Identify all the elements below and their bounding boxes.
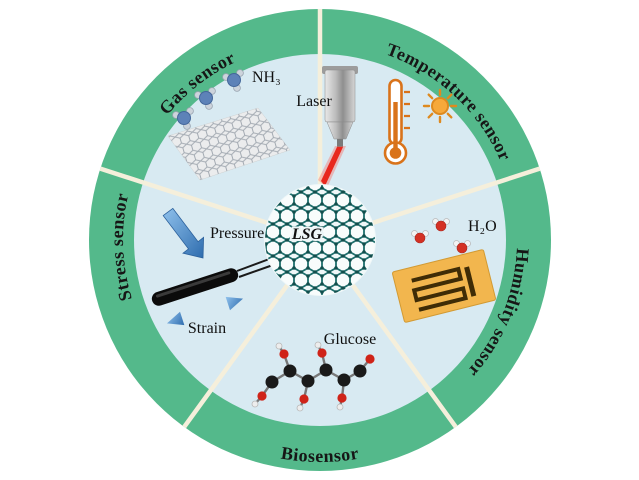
laser-nozzle-icon [326,121,354,140]
laser-beam-icon [321,147,343,186]
laser-nozzle-icon [337,139,343,147]
humidity-sensor-illustration: H₂O [392,218,497,323]
stress-sensor-illustration: Pressure Strain [151,207,274,337]
nh3-molecule-icon [172,107,194,130]
glucose-molecule-icon [251,341,375,412]
gas-sensor-illustration: NH₃ [167,69,291,181]
strain-arrow-icon [166,296,244,326]
lsg-label: LSG [291,226,323,243]
water-molecule-icon [432,218,450,232]
thermometer-icon [383,78,410,165]
nh3-molecule-icon [194,87,216,110]
water-molecule-icon [411,230,429,244]
graphene-lattice-icon [265,185,375,295]
graphene-mesh [168,108,290,180]
pressure-label: Pressure [210,225,264,242]
nh3-label: NH₃ [252,69,281,86]
electrode-chip-icon [392,249,496,323]
sun-icon [422,88,458,124]
pressure-arrow-icon [162,207,205,259]
nh3-molecule-icon [222,69,244,92]
strain-label: Strain [188,320,226,337]
glucose-label: Glucose [324,331,376,348]
water-molecule-icon [453,240,471,254]
lsg-center: LSG [264,184,376,296]
temperature-sensor-illustration [383,78,458,165]
laser-label: Laser [296,93,332,110]
sensor-strip-icon [151,268,239,306]
biosensor-label: Biosensor [280,443,360,466]
laser-illustration: Laser [296,66,358,188]
biosensor-illustration: Glucose [251,331,376,412]
h2o-label: H₂O [468,218,497,235]
